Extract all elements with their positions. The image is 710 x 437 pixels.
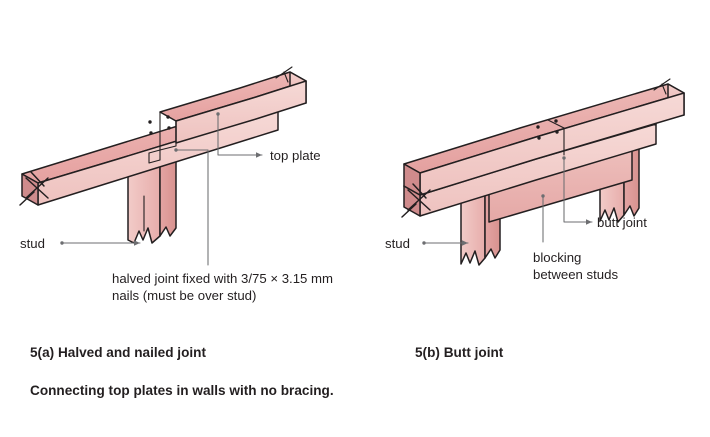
break-symbol-left-b — [401, 183, 431, 218]
leader-halved-joint-note-a — [174, 148, 209, 266]
leader-blocking-b — [541, 194, 545, 243]
leader-top-plate-a — [216, 112, 263, 158]
leader-stud-a — [60, 240, 141, 246]
leader-stud-b — [422, 240, 469, 246]
label-blocking-line2-b: between studs — [533, 267, 618, 282]
top-plate-upper-b — [403, 83, 685, 196]
break-symbol-right-b — [653, 78, 671, 95]
label-stud-b: stud — [385, 236, 410, 251]
label-top-plate-a: top plate — [270, 148, 321, 163]
break-symbol-left-a — [19, 171, 49, 206]
nail-dots-b — [536, 119, 559, 140]
caption-main: Connecting top plates in walls with no b… — [30, 383, 334, 398]
halved-lap-step-a — [148, 111, 177, 164]
label-blocking-line1-b: blocking — [533, 250, 581, 265]
label-stud-a: stud — [20, 236, 45, 251]
break-symbol-right-a — [275, 66, 293, 83]
leader-butt-joint-b — [562, 156, 593, 225]
label-butt-joint-b: butt joint — [597, 215, 647, 230]
label-halved-joint-note-line1-a: halved joint fixed with 3/75 × 3.15 mm — [112, 271, 333, 286]
nail-dots-a — [148, 115, 171, 135]
panel-a-illustration: top plate stud halved joint fixed with 3… — [19, 66, 333, 303]
panel-b-illustration: butt joint stud blocking between studs — [385, 78, 685, 282]
figure-captions: 5(a) Halved and nailed joint 5(b) Butt j… — [30, 345, 504, 398]
label-halved-joint-note-line2-a: nails (must be over stud) — [112, 288, 256, 303]
caption-panel-b: 5(b) Butt joint — [415, 345, 504, 360]
caption-panel-a: 5(a) Halved and nailed joint — [30, 345, 206, 360]
